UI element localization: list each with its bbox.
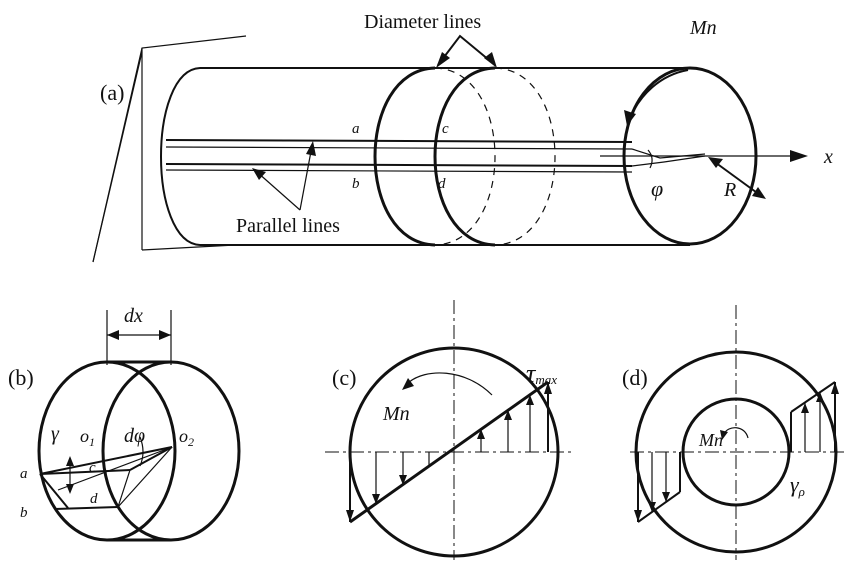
o1-label: o1 bbox=[80, 426, 95, 449]
angle-phi-arc bbox=[647, 149, 653, 169]
panel-d: (d) Mn γρ bbox=[622, 305, 845, 560]
panel-c-tag: (c) bbox=[332, 365, 356, 390]
disc-back-face bbox=[37, 360, 177, 542]
panel-b: (b) dx γ o1 dφ o2 a b c d bbox=[8, 305, 241, 542]
point-c-label: c bbox=[442, 121, 449, 137]
panel-d-tag: (d) bbox=[622, 365, 648, 390]
parallel-lines-label: Parallel lines bbox=[236, 215, 340, 237]
x-axis-label: x bbox=[823, 146, 833, 168]
diameter-rings bbox=[373, 66, 556, 247]
moment-arc-d bbox=[720, 427, 749, 440]
shear-stress-distribution bbox=[346, 380, 552, 524]
gamma-rho-label: γρ bbox=[790, 472, 805, 499]
gamma-label-b: γ bbox=[51, 423, 60, 445]
diameter-label-arrows bbox=[436, 34, 497, 68]
angle-phi-label: φ bbox=[651, 176, 663, 201]
tau-max-label: τmax bbox=[526, 359, 557, 388]
element-wedge bbox=[39, 436, 173, 510]
point-d-b-label: d bbox=[90, 491, 98, 507]
panel-c: (c) τmax Mn bbox=[325, 300, 575, 560]
moment-label-a: Mn bbox=[689, 17, 717, 39]
point-a-label: a bbox=[352, 121, 360, 137]
point-a-b-label: a bbox=[20, 466, 28, 482]
moment-label-d: Mn bbox=[698, 430, 723, 450]
point-b-b-label: b bbox=[20, 505, 28, 521]
panel-a: (a) Diameter lines Parallel lines Mn x φ… bbox=[92, 11, 833, 263]
dx-dimension bbox=[107, 330, 171, 340]
radius-arrow bbox=[708, 157, 766, 199]
dx-label: dx bbox=[124, 305, 143, 327]
x-axis bbox=[600, 150, 808, 162]
moment-arc-a bbox=[624, 69, 689, 126]
disc-front-face bbox=[101, 360, 241, 542]
fixed-wall bbox=[92, 35, 247, 263]
dphi-label: dφ bbox=[124, 425, 145, 447]
moment-label-c: Mn bbox=[382, 403, 410, 425]
diameter-lines-label: Diameter lines bbox=[364, 11, 481, 33]
panel-b-tag: (b) bbox=[8, 365, 34, 390]
o2-label: o2 bbox=[179, 426, 194, 449]
moment-arc-c bbox=[402, 372, 493, 396]
inner-circle bbox=[681, 397, 791, 507]
radius-label: R bbox=[723, 179, 736, 201]
panel-a-tag: (a) bbox=[100, 80, 124, 105]
point-c-b-label: c bbox=[89, 460, 96, 476]
point-b-label: b bbox=[352, 176, 360, 192]
shear-strain-distribution bbox=[634, 381, 839, 523]
parallel-label-arrows bbox=[252, 141, 316, 211]
point-d-label: d bbox=[438, 176, 446, 192]
parallel-lines bbox=[165, 139, 706, 173]
